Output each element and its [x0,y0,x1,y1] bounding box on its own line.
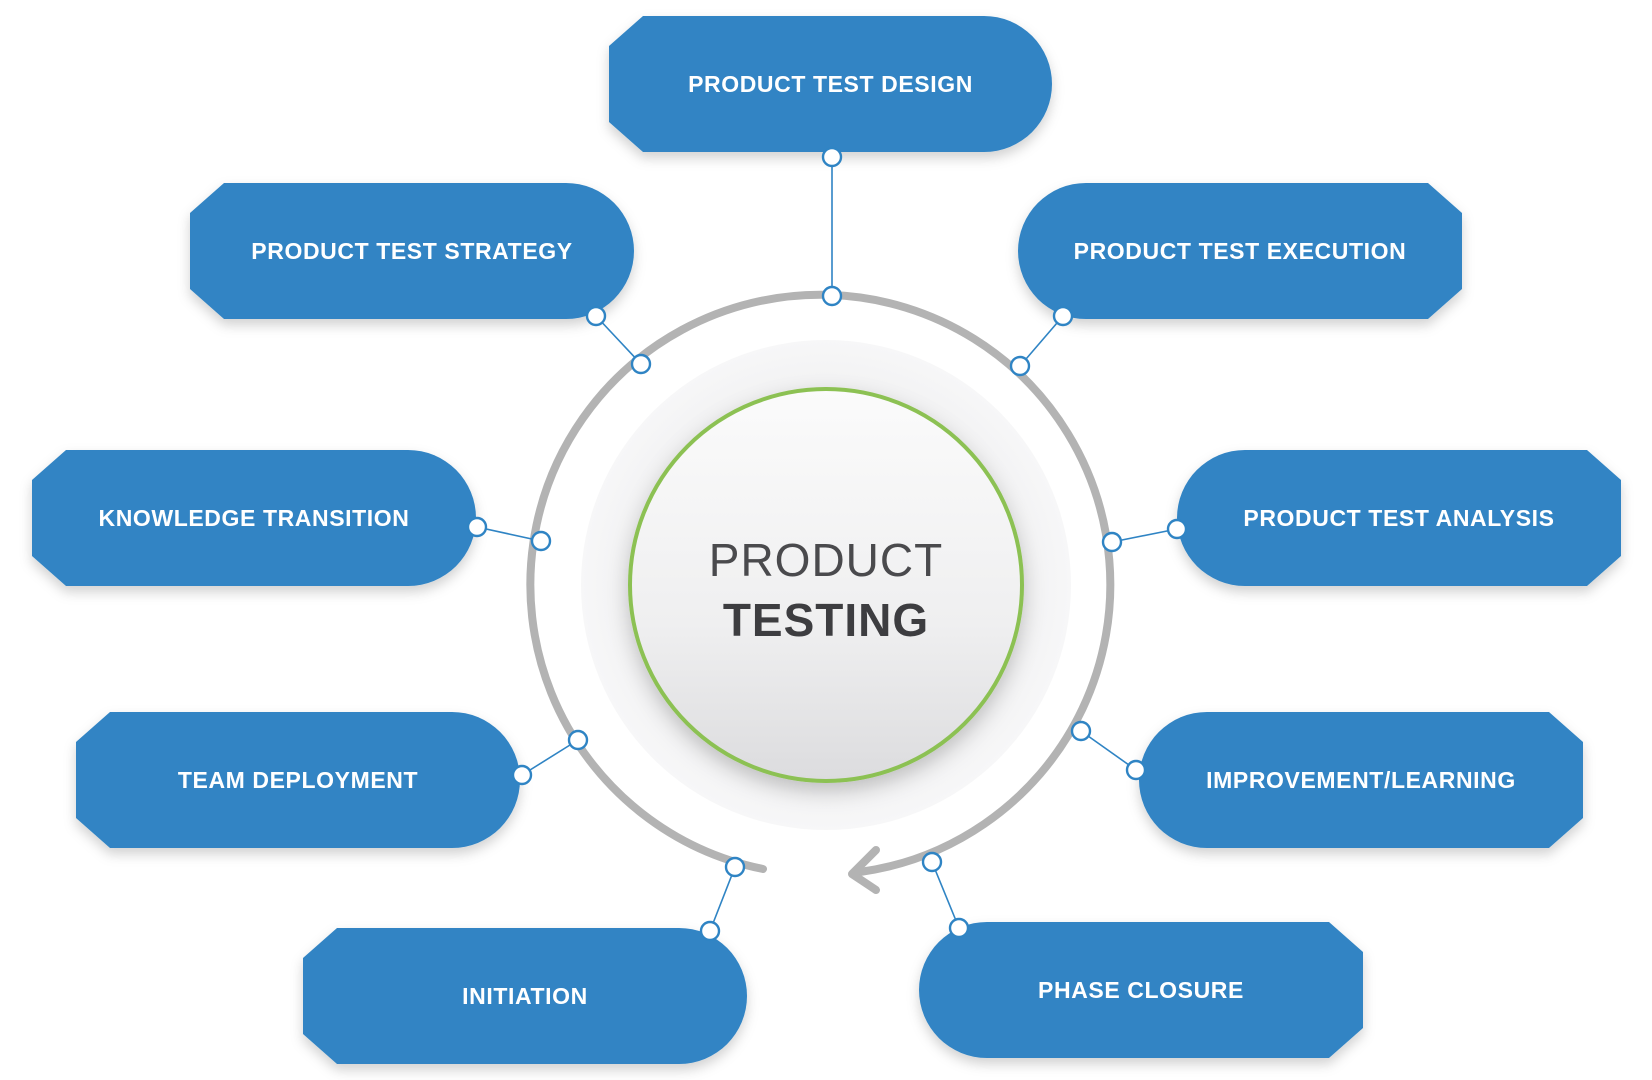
connector-line-initiation [709,866,736,932]
ring-dot-phase-closure [921,851,943,873]
connector-line-product-test-analysis [1111,528,1178,543]
node-initiation: INITIATION [303,928,747,1064]
node-shape-product-test-execution [1018,183,1462,319]
node-dot-product-test-design [821,146,843,168]
node-team-deployment: TEAM DEPLOYMENT [76,712,520,848]
hub-subtitle: TESTING [723,594,929,646]
node-label-initiation: INITIATION [462,983,588,1009]
ring-dot-improvement-learning [1070,720,1092,742]
node-product-test-design: PRODUCT TEST DESIGN [609,16,1052,152]
node-product-test-execution: PRODUCT TEST EXECUTION [1018,183,1462,319]
node-product-test-analysis: PRODUCT TEST ANALYSIS [1177,450,1621,586]
hub-title: PRODUCT [709,534,943,586]
node-dot-product-test-analysis [1166,518,1188,540]
node-dot-initiation [699,920,721,942]
node-dot-product-test-execution [1052,305,1074,327]
node-label-product-test-strategy: PRODUCT TEST STRATEGY [251,238,572,264]
ring-dot-product-test-design [821,285,843,307]
ring-dot-knowledge-transition [530,530,552,552]
node-label-product-test-design: PRODUCT TEST DESIGN [688,71,973,97]
node-label-product-test-execution: PRODUCT TEST EXECUTION [1074,238,1407,264]
node-label-improvement-learning: IMPROVEMENT/LEARNING [1206,767,1516,793]
connector-line-phase-closure [931,861,960,929]
connector-line-knowledge-transition [476,526,542,542]
node-improvement-learning: IMPROVEMENT/LEARNING [1139,712,1583,848]
node-product-test-strategy: PRODUCT TEST STRATEGY [190,183,634,319]
connector-line-product-test-strategy [595,315,642,365]
node-dot-knowledge-transition [466,516,488,538]
ring-dot-product-test-analysis [1101,531,1123,553]
cycle-arrow-icon [848,846,880,894]
ring-dot-team-deployment [567,729,589,751]
node-shape-phase-closure [919,922,1363,1058]
node-label-knowledge-transition: KNOWLEDGE TRANSITION [99,505,410,531]
node-dot-team-deployment [511,764,533,786]
connectors [476,157,1178,932]
node-label-product-test-analysis: PRODUCT TEST ANALYSIS [1243,505,1554,531]
node-shape-product-test-analysis [1177,450,1621,586]
hub-circle [628,387,1024,783]
node-shape-product-test-strategy [190,183,634,319]
ring-dot-product-test-strategy [630,353,652,375]
connector-line-improvement-learning [1080,730,1137,771]
connector-line-product-test-execution [1019,315,1064,367]
node-shape-team-deployment [76,712,520,848]
node-dot-phase-closure [948,917,970,939]
node-shape-initiation [303,928,747,1064]
node-knowledge-transition: KNOWLEDGE TRANSITION [32,450,476,586]
node-shape-product-test-design [609,16,1052,152]
node-label-team-deployment: TEAM DEPLOYMENT [178,767,418,793]
ring-dot-initiation [724,856,746,878]
node-phase-closure: PHASE CLOSURE [919,922,1363,1058]
node-shape-improvement-learning [1139,712,1583,848]
connector-line-team-deployment [521,739,579,776]
node-shape-knowledge-transition [32,450,476,586]
node-label-phase-closure: PHASE CLOSURE [1038,977,1244,1003]
hub [628,387,1024,783]
node-dot-improvement-learning [1125,759,1147,781]
ring-dot-product-test-execution [1009,355,1031,377]
nodes: PRODUCT TEST DESIGN PRODUCT TEST EXECUTIO… [32,16,1621,1064]
node-dot-product-test-strategy [585,305,607,327]
